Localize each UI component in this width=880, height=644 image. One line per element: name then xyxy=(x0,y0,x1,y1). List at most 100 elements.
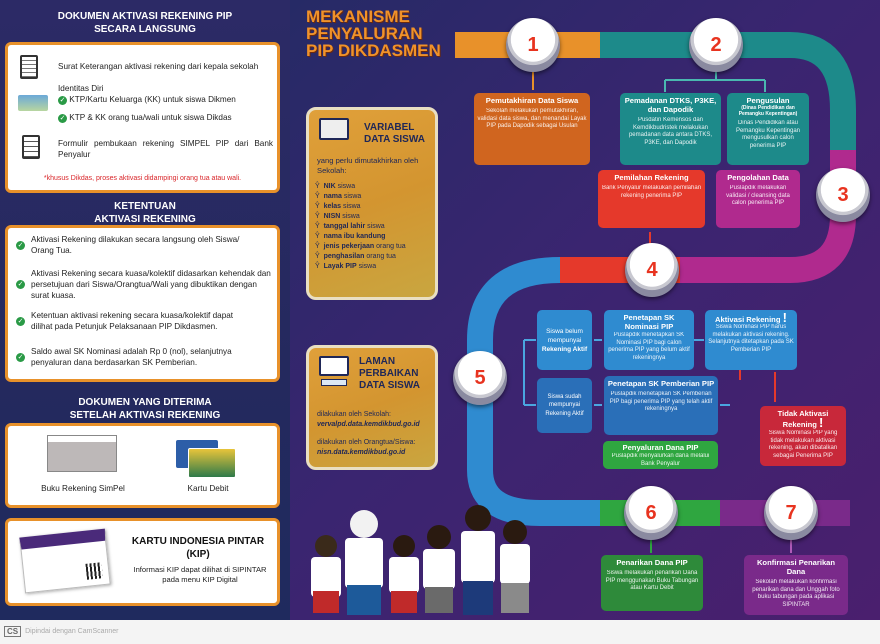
check-icon: ✓ xyxy=(16,280,25,289)
ketentuan-item: Ketentuan aktivasi rekening secara kuasa… xyxy=(31,311,234,331)
title-line: DOKUMEN YANG DITERIMA xyxy=(78,397,212,408)
exclamation-icon: ! xyxy=(818,415,824,430)
kip-subtitle: (KIP) xyxy=(186,549,210,560)
identitas-label: Identitas Diri xyxy=(58,84,104,93)
item-bold: jenis pekerjaan xyxy=(323,243,375,250)
box-title: Pemadanan DTKS, P3KE, dan Dapodik xyxy=(624,96,717,114)
ketentuan-card: ✓ Aktivasi Rekening dilakukan secara lang… xyxy=(5,225,280,382)
dikdas-note: *khusus Dikdas, proses aktivasi didampin… xyxy=(43,175,242,182)
kip-description: Informasi KIP dapat dilihat di SIPINTAR … xyxy=(133,565,267,584)
box-desc: Puslapdik menetapkan SK Pemberian PIP ba… xyxy=(609,391,713,412)
kip-title: KARTU INDONESIA PINTAR xyxy=(131,536,265,547)
step-2-circle: 2 xyxy=(689,18,743,72)
kartu-debit-image-front xyxy=(188,448,236,478)
variabel-item: Ŷ nama ibu kandung xyxy=(315,233,386,240)
keyboard-icon xyxy=(321,379,347,386)
item-bold: kelas xyxy=(323,203,342,210)
item-bold: nama xyxy=(323,193,342,200)
step-7-circle: 7 xyxy=(764,486,818,540)
step-1-circle: 1 xyxy=(506,18,560,72)
kip-card: KARTU INDONESIA PINTAR (KIP) Informasi KI… xyxy=(5,518,280,606)
item-bold: penghasilan xyxy=(323,253,365,260)
item-rest: siswa xyxy=(337,183,356,190)
check-icon: ✓ xyxy=(16,240,25,250)
item-rest: siswa xyxy=(342,213,360,220)
aktivasi-rekening-box: Aktivasi Rekening !Siswa Nominasi PIP ha… xyxy=(705,310,797,370)
variabel-list: Ŷ NIK siswa Ŷ nama siswa Ŷ kelas siswa Ŷ… xyxy=(315,182,406,272)
item-bold: nama ibu kandung xyxy=(323,233,386,240)
variabel-item: Ŷ NIK siswa xyxy=(315,183,356,190)
item-bold: tanggal lahir xyxy=(323,223,366,230)
item-rest: orang tua xyxy=(376,243,406,250)
box-desc: Dinas Pendidikan atau Pemangku Kepenting… xyxy=(735,120,801,149)
title-line: SECARA LANGSUNG xyxy=(94,24,196,35)
box-title: Konfirmasi Penarikan Dana xyxy=(756,558,836,576)
title-line: PENYALURAN xyxy=(306,24,423,43)
item-bold: NISN xyxy=(323,213,341,220)
book-laptop-icon xyxy=(319,118,349,140)
title-line: LAMAN xyxy=(359,356,396,367)
box-title: Penyaluran Dana PIP xyxy=(622,443,699,452)
box-desc: Siswa Nominasi PIP harus melakukan aktiv… xyxy=(708,324,794,353)
kartu-debit-label: Kartu Debit xyxy=(187,484,229,493)
ribbon-5 xyxy=(467,257,600,526)
document-icon xyxy=(20,55,38,79)
box-desc: Sekolah melakukan konfirmasi penarikan d… xyxy=(752,579,840,608)
buku-rekening-image xyxy=(48,436,116,471)
item-rest: siswa xyxy=(343,193,362,200)
variabel-item: Ŷ Layak PIP siswa xyxy=(315,263,377,270)
item-bold: NIK xyxy=(323,183,336,190)
arrow-connector xyxy=(664,72,766,92)
surat-keterangan-text: Surat Keterangan aktivasi rekening dari … xyxy=(58,62,259,71)
box-text-bold: Rekening Aktif xyxy=(541,345,588,353)
box-desc: Siswa Nominasi PIP yang tidak melakukan … xyxy=(768,430,838,459)
ketentuan-item: Aktivasi Rekening dilakukan secara langs… xyxy=(31,235,240,255)
arrow-connector xyxy=(739,370,776,402)
box-desc: Siswa melakukan penarikan Dana PIP mengg… xyxy=(605,570,699,591)
tidak-aktivasi-box: Tidak Aktivasi Rekening !Siswa Nominasi … xyxy=(760,406,846,466)
box-title: Penetapan SK Pemberian PIP xyxy=(607,379,715,388)
scanner-footer: CS Dipindai dengan CamScanner xyxy=(4,626,119,637)
arrow-connector xyxy=(594,339,730,406)
sekolah-label: dilakukan oleh Sekolah: xyxy=(317,411,391,418)
title-line: DATA SISWA xyxy=(364,134,425,145)
step-5-circle: 5 xyxy=(453,351,507,405)
id-card-icon xyxy=(18,95,48,111)
box-desc: Pusdatin Kemensos dan Kemdikbudristek me… xyxy=(628,117,713,146)
dokumen-aktivasi-card: Surat Keterangan aktivasi rekening dari … xyxy=(5,42,280,193)
box-title: Pengusulan xyxy=(746,96,790,105)
box-text: Siswa belum mempunyai xyxy=(546,327,583,344)
vervalpd-link[interactable]: vervalpd.data.kemdikbud.go.id xyxy=(317,421,420,428)
box-desc: Puslapdik menetapkan SK Nominasi PIP bag… xyxy=(608,332,690,361)
variabel-item: Ŷ jenis pekerjaan orang tua xyxy=(315,243,406,250)
item-rest: orang tua xyxy=(366,253,396,260)
variabel-item: Ŷ penghasilan orang tua xyxy=(315,253,396,260)
variabel-item: Ŷ tanggal lahir siswa xyxy=(315,223,385,230)
check-icon: ✓ xyxy=(58,96,67,105)
box-title: Penetapan SK Nominasi PIP xyxy=(623,313,675,331)
step-4-circle: 4 xyxy=(625,243,679,297)
camscanner-logo: CS xyxy=(4,626,22,637)
camscanner-text: Dipindai dengan CamScanner xyxy=(25,628,119,635)
title-line: SETELAH AKTIVASI REKENING xyxy=(69,410,221,421)
students-illustration xyxy=(305,505,540,620)
variabel-item: Ŷ NISN siswa xyxy=(315,213,360,220)
identitas-item: KTP & KK orang tua/wali untuk siswa Dikd… xyxy=(69,113,232,122)
sk-pemberian-box: Penetapan SK Pemberian PIP Puslapdik mene… xyxy=(604,376,718,435)
ortu-label: dilakukan oleh Orangtua/Siswa: xyxy=(317,439,416,446)
computer-monitor-icon xyxy=(319,356,349,376)
item-rest: siswa xyxy=(367,223,385,230)
nisn-link[interactable]: nisn.data.kemdikbud.go.id xyxy=(317,449,406,456)
box-desc: Puslapdik melakukan validasi / cleansing… xyxy=(726,185,790,206)
variabel-item: Ŷ nama siswa xyxy=(315,193,362,200)
